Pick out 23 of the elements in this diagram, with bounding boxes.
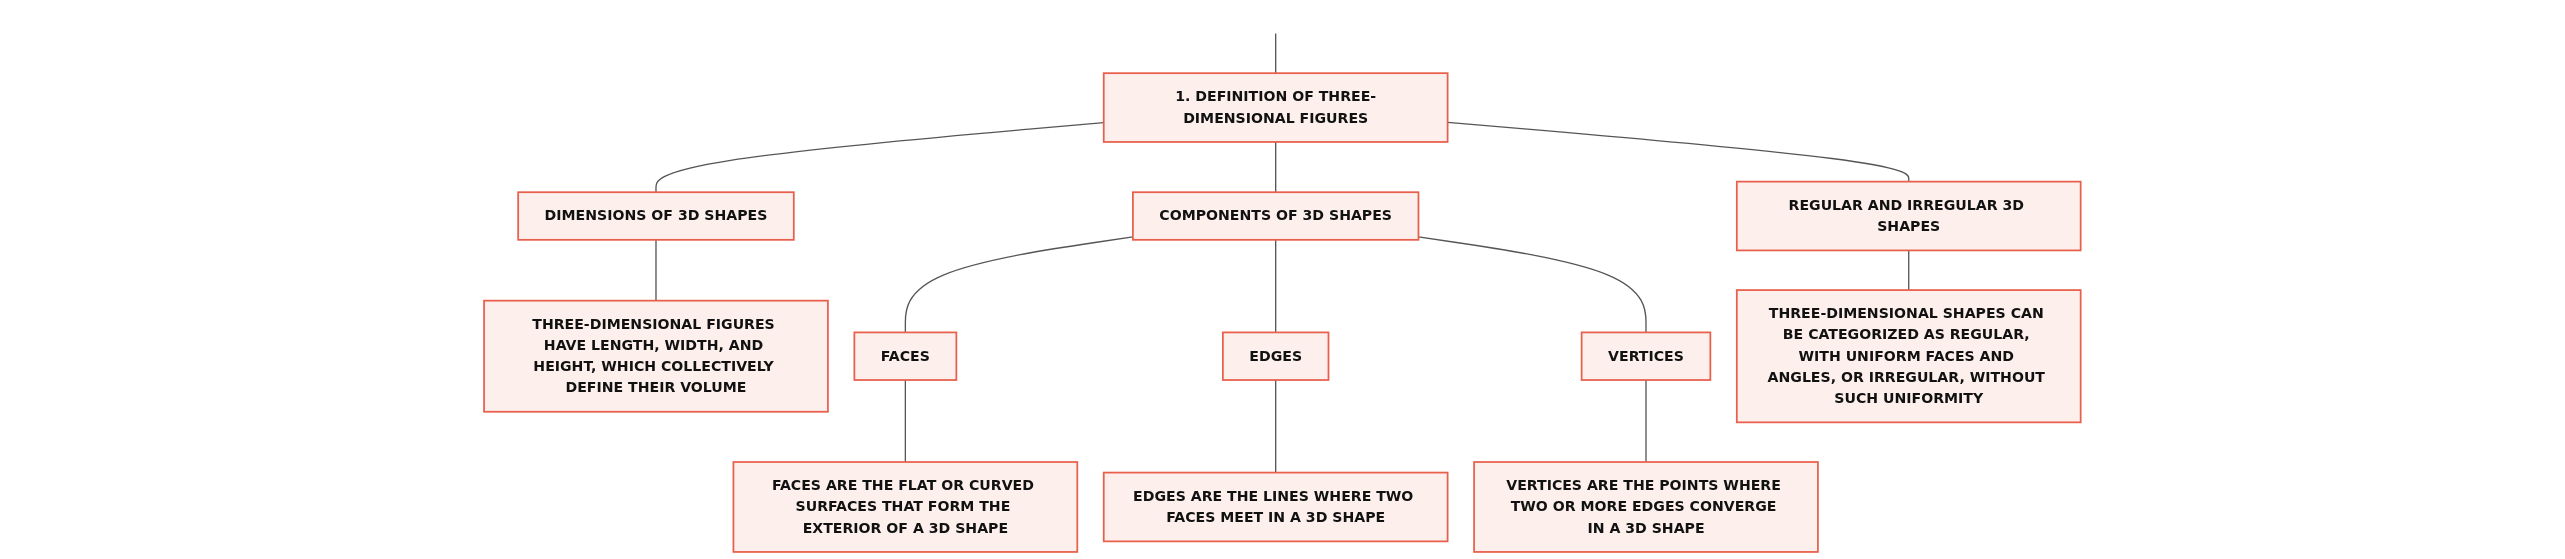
connector xyxy=(1275,141,1277,193)
connector xyxy=(1275,379,1277,474)
connector xyxy=(904,236,1134,334)
node-box: EDGES xyxy=(1222,331,1330,381)
node-box: REGULAR AND IRREGULAR 3D SHAPES xyxy=(1736,180,2082,252)
node-box: THREE-DIMENSIONAL SHAPES CAN BE CATEGORIZED AS REGULAR, WITH UNIFORM FACES AND ANGLES, OR IRREGULAR, WITHOUT SUCH UNIFORMITY xyxy=(1736,289,2082,424)
node-box: VERTICES ARE THE POINTS WHERE TWO OR MORE EDGES CONVERGE IN A 3D SHAPE xyxy=(1473,461,1819,553)
node-box: DIMENSIONS OF 3D SHAPES xyxy=(517,191,795,241)
connector xyxy=(1447,121,1910,183)
node-box: THREE-DIMENSIONAL FIGURES HAVE LENGTH, WIDTH, AND HEIGHT, WHICH COLLECTIVELY DEFINE THEIR VOLUME xyxy=(483,299,829,413)
node-box: VERTICES xyxy=(1580,331,1712,381)
node-box: FACES ARE THE FLAT OR CURVED SURFACES THAT FORM THE EXTERIOR OF A 3D SHAPE xyxy=(732,461,1079,553)
node-box: EDGES ARE THE LINES WHERE TWO FACES MEET IN A 3D SHAPE xyxy=(1103,471,1449,543)
connector xyxy=(655,239,657,302)
connector xyxy=(1645,379,1647,463)
node-box: COMPONENTS OF 3D SHAPES xyxy=(1132,191,1420,241)
connector xyxy=(904,379,907,463)
node-box: FACES xyxy=(853,331,958,381)
connector xyxy=(1908,249,1910,291)
connector xyxy=(1417,236,1647,334)
connector xyxy=(1275,239,1277,334)
node-box: 1. DEFINITION OF THREE-DIMENSIONAL FIGURES xyxy=(1103,72,1449,143)
connector xyxy=(1275,32,1277,74)
